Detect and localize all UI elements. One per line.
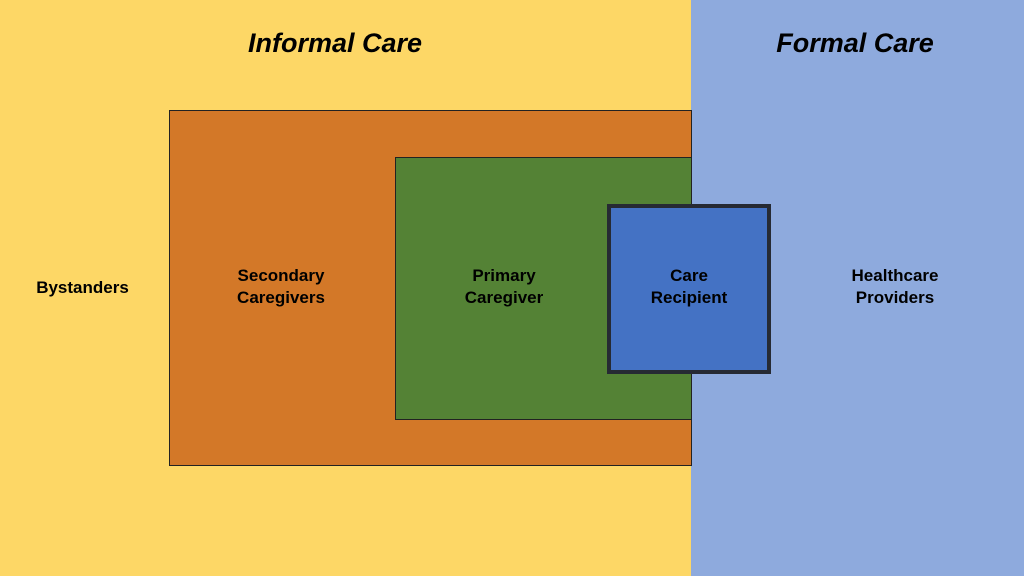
care-recipient-label: Care Recipient xyxy=(650,266,728,307)
care-recipient-box xyxy=(607,204,771,374)
formal-care-title: Formal Care xyxy=(776,28,934,58)
primary-caregiver-label: Primary Caregiver xyxy=(464,266,544,307)
healthcare-providers-label: Healthcare Providers xyxy=(851,266,939,307)
informal-care-title: Informal Care xyxy=(247,28,423,58)
secondary-caregivers-label: Secondary Caregivers xyxy=(237,266,325,307)
bystanders-label: Bystanders xyxy=(36,278,129,297)
